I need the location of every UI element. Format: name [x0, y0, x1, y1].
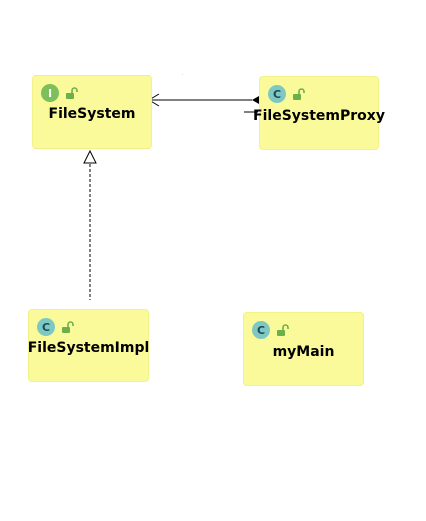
- unlocked-padlock-icon: [66, 86, 78, 99]
- node-mymain[interactable]: C myMain: [243, 312, 364, 386]
- realization-hollow-triangle: [83, 149, 97, 164]
- node-filesystem[interactable]: I FileSystem: [32, 75, 152, 149]
- node-header: C: [37, 318, 74, 336]
- class-icon: C: [37, 318, 55, 336]
- unlocked-padlock-icon: [62, 320, 74, 333]
- node-title: myMain: [272, 344, 335, 360]
- unlocked-padlock-icon: [293, 87, 305, 100]
- node-header: I: [41, 84, 78, 102]
- realization-edge-impl-to-filesystem[interactable]: [83, 149, 97, 300]
- node-filesystemproxy[interactable]: C FileSystemProxy: [253, 76, 385, 150]
- stray-dot: [182, 74, 183, 75]
- unlocked-padlock-icon: [277, 323, 289, 336]
- node-title: FileSystem: [48, 106, 136, 122]
- interface-icon: I: [41, 84, 59, 102]
- node-header: C: [252, 321, 289, 339]
- node-header: C: [268, 85, 305, 103]
- node-title: FileSystemImpl: [27, 340, 150, 356]
- class-icon: C: [268, 85, 286, 103]
- node-title: FileSystemProxy: [253, 108, 385, 124]
- class-icon: C: [252, 321, 270, 339]
- node-filesystemimpl[interactable]: C FileSystemImpl: [28, 309, 149, 382]
